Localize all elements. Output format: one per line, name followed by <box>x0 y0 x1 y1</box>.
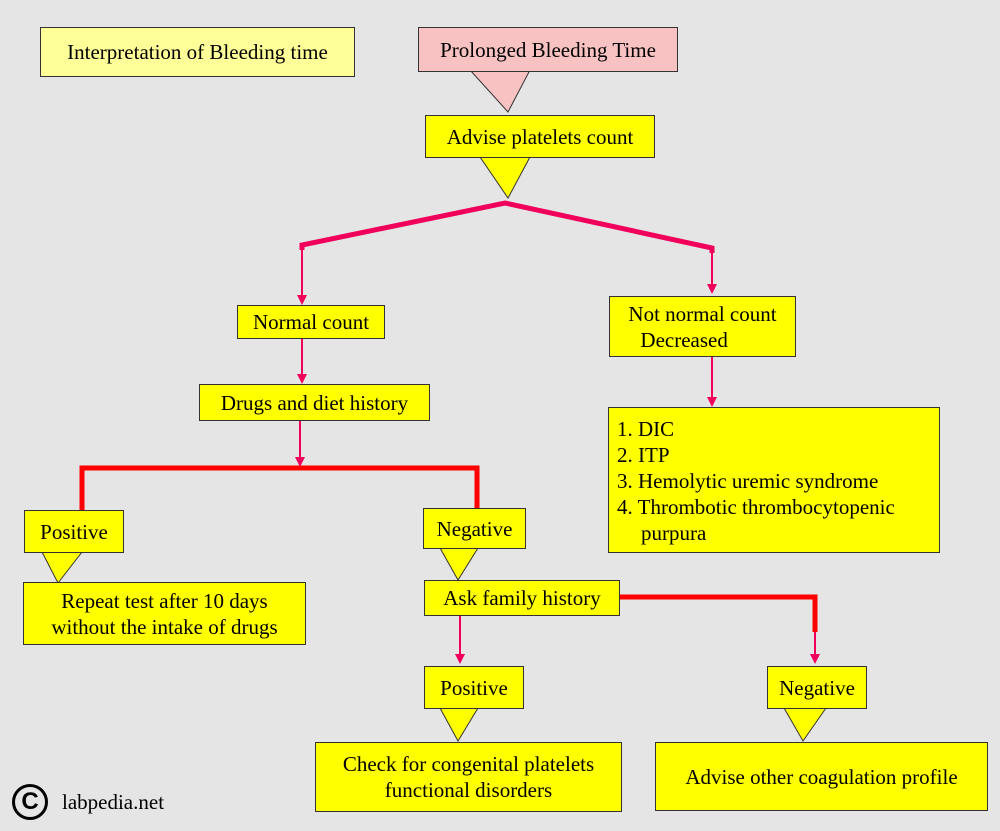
not-normal-line1: Not normal count <box>628 301 777 326</box>
ask-family-history-box: Ask family history <box>424 580 620 616</box>
copyright-icon: C <box>12 784 48 820</box>
advise-pointer <box>479 156 531 199</box>
repeat-test-box: Repeat test after 10 days without the in… <box>23 582 306 645</box>
prolonged-bleeding-time-box: Prolonged Bleeding Time <box>418 27 678 72</box>
positive-box-family: Positive <box>424 666 524 709</box>
branch-line-family <box>620 594 818 632</box>
congenital-disorders-box: Check for congenital platelets functiona… <box>315 742 622 812</box>
cause-item-hus: 3. Hemolytic uremic syndrome <box>617 469 879 493</box>
negative-box-family: Negative <box>767 666 867 709</box>
not-normal-line2: Decreased <box>640 327 728 352</box>
normal-count-box: Normal count <box>237 305 385 339</box>
other-coagulation-box: Advise other coagulation profile <box>655 742 988 811</box>
footer-site: labpedia.net <box>62 789 165 814</box>
repeat-line1: Repeat test after 10 days <box>61 588 268 613</box>
branch-line-platelets <box>299 200 715 253</box>
cause-item-itp: 2. ITP <box>617 443 670 467</box>
footer: C labpedia.net <box>12 784 164 820</box>
positive2-pointer <box>439 707 479 743</box>
cause-item-dic: 1. DIC <box>617 417 675 441</box>
repeat-line2: without the intake of drugs <box>51 614 278 639</box>
cause-item-ttp-cont: purpura <box>641 521 707 545</box>
negative-box-drugs: Negative <box>423 508 526 549</box>
congenital-line1: Check for congenital platelets <box>342 752 595 776</box>
negative1-pointer <box>439 547 479 581</box>
causes-list-box: 1. DIC 2. ITP 3. Hemolytic uremic syndro… <box>608 407 940 553</box>
positive-box-drugs: Positive <box>24 510 124 553</box>
positive1-pointer <box>41 551 84 584</box>
start-pointer <box>468 69 531 113</box>
congenital-line2: functional disorders <box>384 778 553 802</box>
drugs-diet-history-box: Drugs and diet history <box>199 384 430 421</box>
branch-line-drugs <box>79 465 480 512</box>
not-normal-count-box: Not normal count Decreased <box>609 296 796 357</box>
cause-item-ttp: 4. Thrombotic thrombocytopenic <box>617 495 895 519</box>
diagram-title: Interpretation of Bleeding time <box>40 27 355 77</box>
negative2-pointer <box>783 707 827 742</box>
advise-platelets-count-box: Advise platelets count <box>425 115 655 158</box>
